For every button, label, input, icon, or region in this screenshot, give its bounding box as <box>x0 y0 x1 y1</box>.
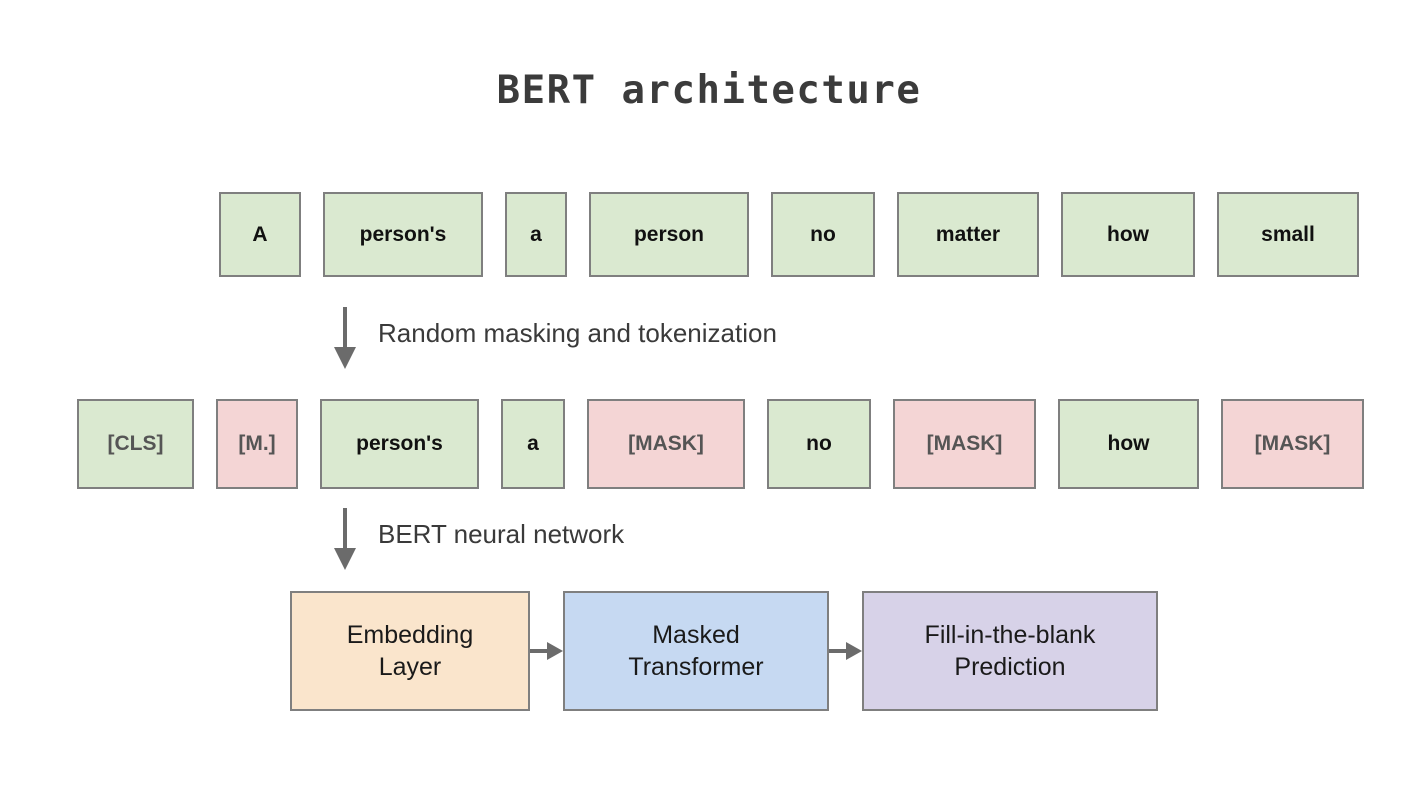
token-label: person's <box>356 432 443 455</box>
arrow-down-icon <box>334 508 356 570</box>
token-box: how <box>1061 192 1195 277</box>
token-label: [MASK] <box>1254 432 1331 455</box>
flow-step-bert: BERT neural network <box>334 508 625 570</box>
page-title: BERT architecture <box>496 68 922 113</box>
token-label: person's <box>359 222 447 246</box>
token-box: a <box>505 192 567 277</box>
token-label: A <box>252 222 268 246</box>
masked-token-row: [CLS] [M.] person's a [MASK] no [MASK] how [MASK… <box>77 399 1364 489</box>
flow-label-masking: Random masking and tokenization <box>378 317 777 348</box>
token-box: person's <box>323 192 483 277</box>
token-box: A <box>219 192 301 277</box>
token-label: matter <box>935 222 1001 246</box>
token-label: [CLS] <box>107 432 164 455</box>
token-label: [M.] <box>238 432 276 455</box>
flow-label-bert: BERT neural network <box>378 518 625 549</box>
token-label: [MASK] <box>926 432 1003 455</box>
token-label: [MASK] <box>628 432 704 455</box>
flow-step-masking: Random masking and tokenization <box>334 307 777 369</box>
arrow-down-icon <box>334 307 356 369</box>
token-label: how <box>1107 432 1150 455</box>
token-box: no <box>767 399 871 489</box>
token-label: no <box>810 222 836 246</box>
token-label: person <box>633 222 704 246</box>
token-box: person <box>589 192 749 277</box>
token-box: how <box>1058 399 1199 489</box>
token-box: matter <box>897 192 1039 277</box>
token-label: how <box>1107 222 1149 246</box>
token-box: person's <box>320 399 479 489</box>
token-box: [MASK] <box>587 399 745 489</box>
token-box: small <box>1217 192 1359 277</box>
token-label: a <box>530 222 542 246</box>
arrow-right-icon <box>829 642 862 660</box>
token-box: [MASK] <box>1221 399 1364 489</box>
arrow-right-icon <box>530 642 563 660</box>
token-label: a <box>527 432 539 455</box>
token-label: small <box>1261 222 1315 246</box>
token-box: [MASK] <box>893 399 1036 489</box>
token-box: [CLS] <box>77 399 194 489</box>
token-box: no <box>771 192 875 277</box>
token-box: a <box>501 399 565 489</box>
token-label: no <box>806 432 832 455</box>
token-box: [M.] <box>216 399 298 489</box>
